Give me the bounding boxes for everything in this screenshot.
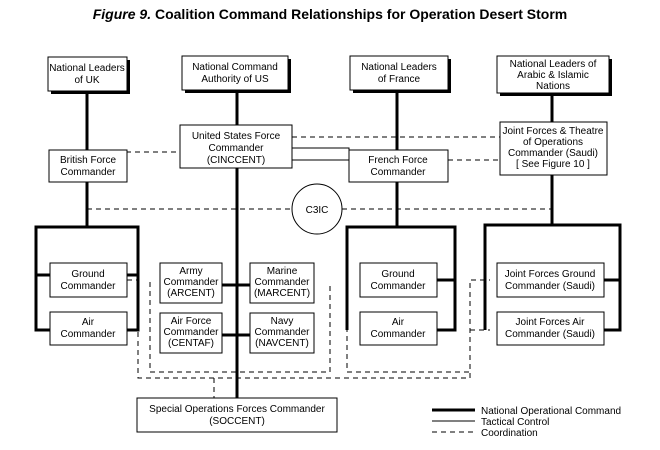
box-label: Commander [60,167,116,178]
uk-command-bracket [34,182,140,332]
box-fr-ground: Ground Commander [359,262,438,298]
box-label: Ground [381,269,414,280]
box-joint-theatre: Joint Forces & Theatre of Operations Com… [499,121,608,176]
box-label: of France [378,74,421,85]
box-label: Commander [254,277,310,288]
box-label: National Leaders [361,62,437,73]
box-label: Commander [60,329,116,340]
box-label: (SOCCENT) [209,416,265,427]
box-label: Commander [370,281,426,292]
box-label: (MARCENT) [254,288,310,299]
box-label: Ground [71,269,104,280]
box-label: Joint Forces & Theatre [503,126,604,137]
box-label: Commander (Saudi) [508,148,598,159]
box-arcent: Army Commander (ARCENT) [159,262,223,304]
box-label: of UK [74,75,99,86]
box-label: Commander (Saudi) [505,329,595,340]
box-label: of Operations [523,137,583,148]
box-french-force: French Force Commander [348,149,449,183]
box-arab-leaders: National Leaders of Arabic & Islamic Nat… [496,55,612,96]
box-label: Commander [60,281,116,292]
box-label: C3IC [306,205,329,216]
box-saudi-ground: Joint Forces Ground Commander (Saudi) [496,262,605,298]
box-us-force: United States Force Commander (CINCCENT) [179,124,293,169]
legend-operational-label: National Operational Command [481,406,621,417]
box-uk-air: Air Commander [49,311,128,346]
box-france-leaders: National Leaders of France [349,55,451,93]
box-label: (CINCCENT) [207,155,265,166]
box-label: Air [392,317,405,328]
box-label: Commander [208,143,264,154]
box-label: French Force [368,155,428,166]
legend-tactical-label: Tactical Control [481,417,549,428]
box-label: Authority of US [201,74,269,85]
us-component-links [222,283,250,337]
box-label: Commander [163,327,219,338]
box-label: National Command [192,62,278,73]
box-centaf: Air Force Commander (CENTAF) [159,312,223,354]
box-uk-leaders: National Leaders of UK [47,56,130,94]
box-label: (NAVCENT) [255,338,309,349]
connectors [34,90,622,398]
box-label: Air Force [171,316,212,327]
box-label: Arabic & Islamic [517,70,589,81]
french-command-bracket [345,182,457,332]
box-label: Commander [254,327,310,338]
box-soccent: Special Operations Forces Commander (SOC… [136,397,338,433]
box-label: (CENTAF) [168,338,214,349]
box-label: Commander (Saudi) [505,281,595,292]
cinccent-french-tactical [292,147,350,161]
figure-number: Figure 9. [92,6,152,22]
box-label: National Leaders of [510,59,597,70]
box-us-nca: National Command Authority of US [181,55,291,93]
box-label: (ARCENT) [167,288,215,299]
figure-title: Figure 9. Coalition Command Relationship… [0,6,660,22]
box-label: British Force [60,155,117,166]
legend-coordination-label: Coordination [481,428,538,439]
box-label: National Leaders [49,63,125,74]
component-coordination-inner [149,282,470,373]
component-coordination-loop [127,279,490,379]
box-label: Commander [163,277,219,288]
box-label: Marine [267,266,298,277]
saudi-command-bracket [483,223,622,332]
box-label: Navy [271,316,294,327]
box-label: United States Force [192,131,281,142]
box-british-force: British Force Commander [48,149,128,183]
legend: National Operational Command Tactical Co… [432,406,621,439]
c3ic-circle: C3IC [291,183,343,235]
box-label: Air [82,317,95,328]
box-fr-air: Air Commander [359,311,438,346]
box-label: Joint Forces Air [516,317,586,328]
box-navcent: Navy Commander (NAVCENT) [249,312,315,354]
box-uk-ground: Ground Commander [49,262,128,298]
box-label: Joint Forces Ground [505,269,596,280]
box-label: Commander [370,329,426,340]
box-marcent: Marine Commander (MARCENT) [249,262,315,304]
box-label: Army [179,266,202,277]
box-label: [ See Figure 10 ] [516,159,590,170]
figure-caption: Coalition Command Relationships for Oper… [154,6,568,22]
box-label: Nations [536,81,570,92]
box-label: Special Operations Forces Commander [149,404,325,415]
box-saudi-air: Joint Forces Air Commander (Saudi) [496,311,605,346]
box-label: Commander [370,167,426,178]
